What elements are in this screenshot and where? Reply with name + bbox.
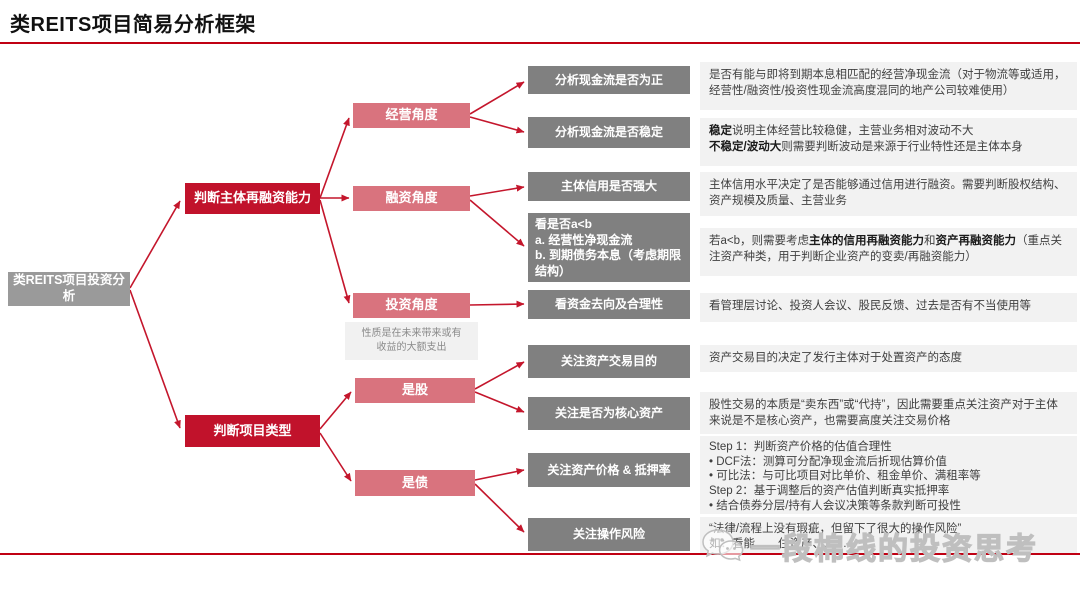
step-line-1: Step 1：判断资产价格的估值合理性 (709, 441, 892, 453)
a-b-line-3: b. 到期债务本息（考虑期限结构） (535, 248, 681, 278)
desc-operational-risk: “法律/流程上没有瑕疵，但留下了很大的操作风险” 如：看能……住资产、…… (700, 517, 1077, 553)
desc-ab-b1: 主体的信用再融资能力 (809, 235, 925, 247)
node-debt-type: 是债 (355, 470, 475, 496)
check-fund-usage: 看资金去向及合理性 (528, 290, 690, 319)
desc-stable-text: 说明主体经营比较稳健，主营业务相对波动不大 (732, 125, 974, 137)
risk-line-1: “法律/流程上没有瑕疵，但留下了很大的操作风险” (709, 523, 962, 535)
page-title: 类REITS项目简易分析框架 (10, 14, 256, 36)
desc-ab-t1: 若a<b，则需要考虑 (709, 235, 810, 247)
wechat-icon (702, 529, 744, 562)
desc-cashflow-positive: 是否有能与即将到期本息相匹配的经营净现金流（对于物流等或适用，经营性/融资性/投… (700, 62, 1077, 110)
step-line-5: • 结合债券分层/持有人会议决策等条款判断可投性 (709, 499, 961, 512)
watermark-text: 一段棉线的投资思考 (749, 532, 1038, 566)
desc-ab-t3: （重点关注资产种类，用于判断企业资产的变卖/再融资能力） (709, 235, 1063, 264)
step-line-3: • 可比法：与可比项目对比单价、租金单价、满租率等 (709, 470, 981, 483)
node-equity-type: 是股 (355, 378, 475, 403)
a-b-line-1: 看是否a<b (535, 217, 593, 231)
check-cashflow-stable: 分析现金流是否稳定 (528, 117, 690, 148)
node-operating-angle: 经营角度 (353, 103, 470, 128)
desc-core-asset: 股性交易的本质是“卖东西”或“代持”，因此需要重点关注资产对于主体来说是不是核心… (700, 392, 1077, 434)
desc-cashflow-stable: 稳定说明主体经营比较稳健，主营业务相对波动不大 不稳定/波动大则需要判断波动是来… (700, 118, 1077, 166)
node-financing-angle: 融资角度 (353, 186, 470, 211)
investment-angle-note: 性质是在未来带来或有 收益的大额支出 (345, 322, 478, 360)
desc-ab-t2: 和 (924, 235, 936, 247)
desc-credit-strength: 主体信用水平决定了是否能够通过信用进行融资。需要判断股权结构、资产规模及质量、主… (700, 172, 1077, 216)
footer-line (0, 553, 1080, 555)
node-judge-project-type: 判断项目类型 (185, 415, 320, 447)
risk-line-2: 如：看能……住资产、…… (709, 537, 847, 550)
note-line-2: 收益的大额支出 (376, 342, 447, 353)
desc-ab-b2: 资产再融资能力 (935, 235, 1017, 247)
desc-valuation-steps: Step 1：判断资产价格的估值合理性 • DCF法：测算可分配净现金流后折现估… (700, 436, 1077, 514)
step-line-2: • DCF法：测算可分配净现金流后折现估算价值 (709, 455, 947, 468)
step-line-4: Step 2：基于调整后的资产估值判断真实抵押率 (709, 485, 950, 498)
check-asset-price-ltv: 关注资产价格 & 抵押率 (528, 453, 690, 487)
check-asset-transaction-purpose: 关注资产交易目的 (528, 345, 690, 378)
check-core-asset: 关注是否为核心资产 (528, 397, 690, 430)
desc-a-less-than-b: 若a<b，则需要考虑主体的信用再融资能力和资产再融资能力（重点关注资产种类，用于… (700, 228, 1077, 276)
node-investment-angle: 投资角度 (353, 293, 470, 318)
a-b-line-2: a. 经营性净现金流 (535, 232, 633, 247)
note-line-1: 性质是在未来带来或有 (361, 327, 462, 339)
check-credit-strength: 主体信用是否强大 (528, 172, 690, 201)
desc-unstable-text: 则需要判断波动是来源于行业特性还是主体本身 (781, 141, 1023, 154)
watermark: 一段棉线的投资思考 (700, 524, 1038, 568)
desc-transaction-purpose: 资产交易目的决定了发行主体对于处置资产的态度 (700, 345, 1077, 372)
title-underline (0, 42, 1080, 44)
desc-unstable-bold: 不稳定/波动大 (709, 141, 782, 154)
node-judge-refinancing: 判断主体再融资能力 (185, 183, 320, 214)
desc-stable-bold: 稳定 (709, 125, 732, 137)
node-root-analysis: 类REITS项目投资分析 (8, 272, 130, 306)
check-cashflow-positive: 分析现金流是否为正 (528, 66, 690, 94)
desc-fund-usage: 看管理层讨论、投资人会议、股民反馈、过去是否有不当使用等 (700, 293, 1077, 322)
check-a-less-than-b: 看是否a<b a. 经营性净现金流 b. 到期债务本息（考虑期限结构） (528, 213, 690, 282)
check-operational-risk: 关注操作风险 (528, 518, 690, 551)
